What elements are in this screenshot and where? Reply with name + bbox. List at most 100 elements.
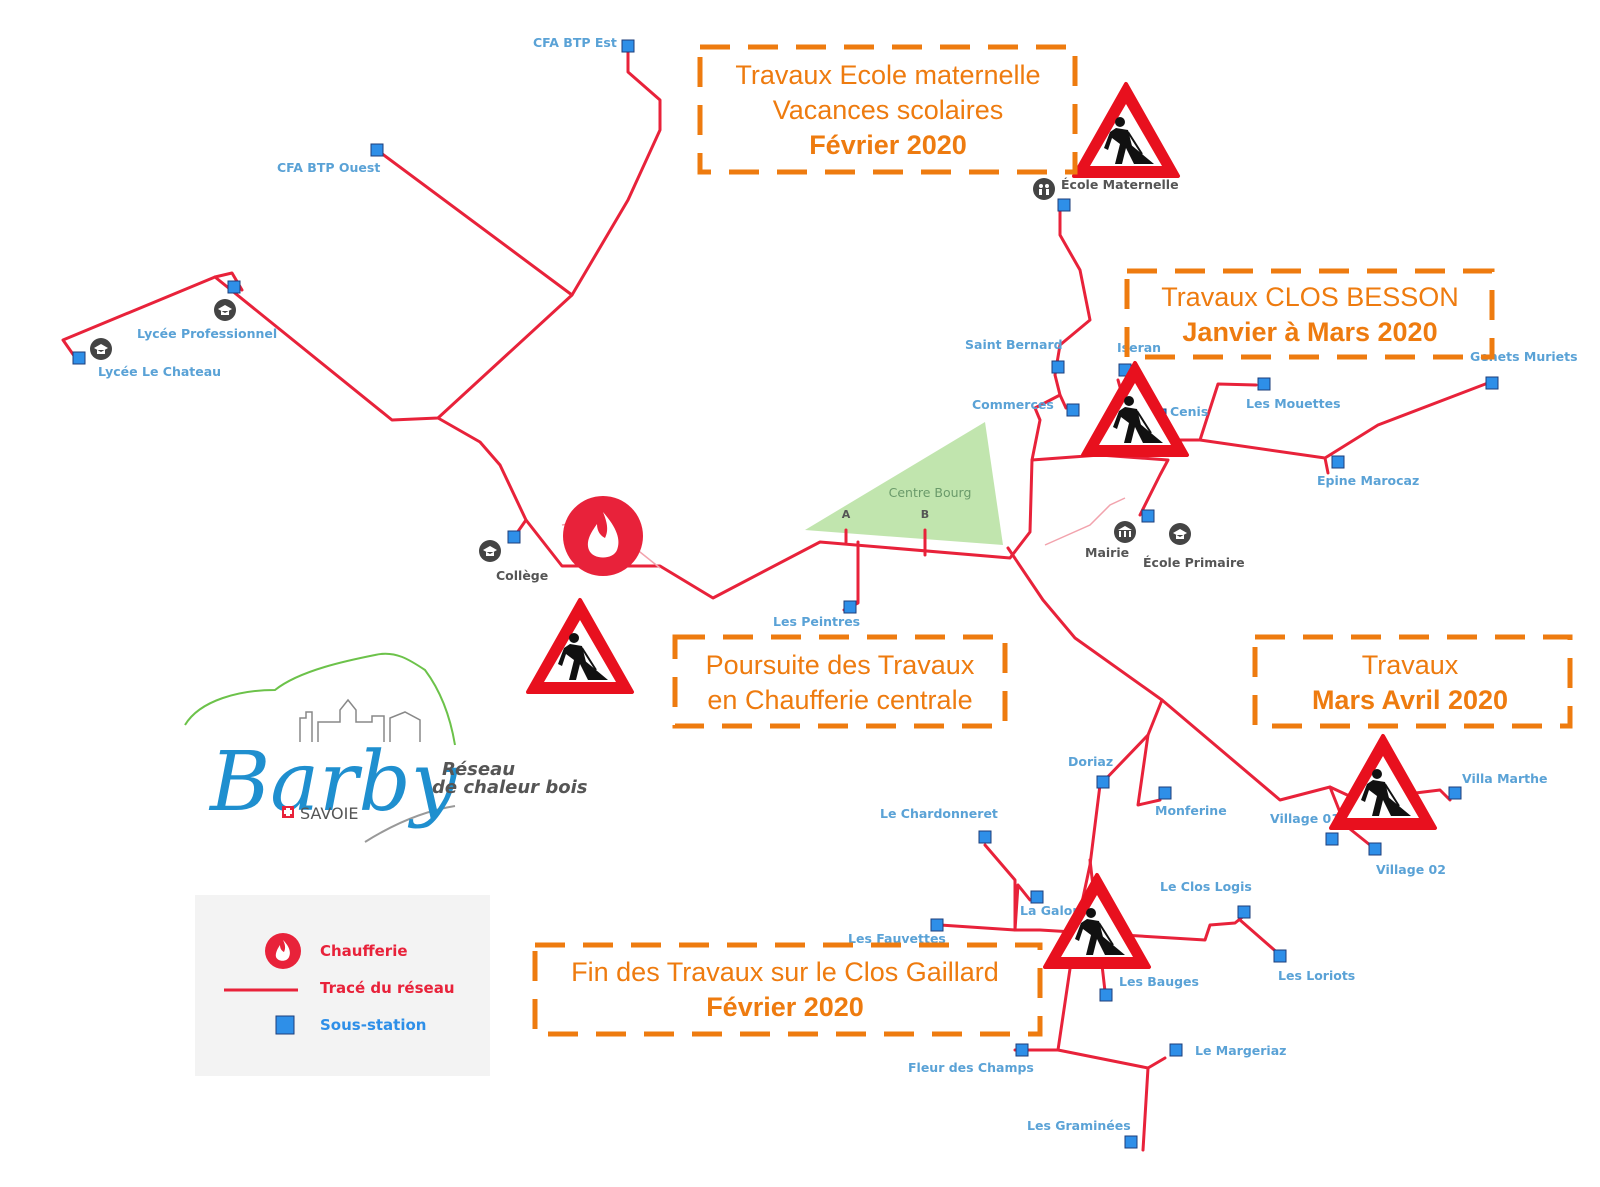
zone-name: Centre Bourg [889, 485, 972, 500]
substation-label: Le Chardonneret [880, 806, 998, 821]
substation-label: Cenis [1170, 404, 1208, 419]
substation-label: Les Mouettes [1246, 396, 1341, 411]
substation-label: Epine Marocaz [1317, 473, 1419, 488]
substation-square-icon [1485, 376, 1499, 390]
substation-label: Villa Marthe [1462, 771, 1548, 786]
callout-text: Fin des Travaux sur le Clos Gaillard [571, 957, 999, 987]
graduation-cap-icon [1169, 523, 1191, 545]
substation-square-icon [930, 918, 944, 932]
substation-lycee-le-chateau: Lycée Le Chateau [72, 351, 221, 379]
substation-label: Fleur des Champs [908, 1060, 1034, 1075]
callout-text: Poursuite des Travaux [706, 650, 975, 680]
roadwork-warning-icon [526, 598, 634, 694]
substation-les-mouettes: Les Mouettes [1246, 377, 1341, 411]
callout-text: en Chaufferie centrale [707, 685, 972, 715]
substation-cfa-btp-est: CFA BTP Est [533, 35, 635, 53]
substation-villa-marthe: Villa Marthe [1448, 771, 1548, 800]
logo-mountain-outline [184, 652, 456, 746]
callout-date: Février 2020 [706, 992, 864, 1022]
substation-label: Genets Muriets [1470, 349, 1578, 364]
works-callout: Fin des Travaux sur le Clos GaillardFévr… [532, 942, 1043, 1037]
substation-label: Collège [496, 568, 548, 583]
substation-square-icon [1141, 509, 1155, 523]
substation-square-icon [1057, 198, 1071, 212]
substation-label: CFA BTP Est [533, 35, 617, 50]
substation-mairie: Mairie [1085, 509, 1155, 560]
substation-label: CFA BTP Ouest [277, 160, 380, 175]
substation-ecole-primaire: École Primaire [1143, 555, 1245, 570]
substation-lycee-professionnel: Lycée Professionnel [137, 280, 277, 341]
substation-cfa-btp-ouest: CFA BTP Ouest [277, 143, 384, 175]
callout-date: Mars Avril 2020 [1312, 685, 1508, 715]
substation-ecole-maternelle: École Maternelle [1057, 177, 1179, 212]
roadwork-warning-icon [1072, 82, 1180, 178]
substation-square-icon [843, 600, 857, 614]
substation-square-icon [1448, 786, 1462, 800]
substation-square-icon [1325, 832, 1339, 846]
legend-substation-icon [275, 1015, 295, 1035]
substation-label: Le Margeriaz [1195, 1043, 1286, 1058]
substation-label: Monferine [1155, 803, 1227, 818]
callout-date: Janvier à Mars 2020 [1182, 317, 1437, 347]
callout-dashed-border [672, 634, 1008, 729]
logo-castle-outline [299, 698, 421, 742]
substation-square-icon [621, 39, 635, 53]
substation-saint-bernard: Saint Bernard [965, 337, 1065, 374]
substation-les-fauvettes: Les Fauvettes [848, 918, 946, 946]
substation-genets-muriets: Genets Muriets [1470, 349, 1578, 390]
roadwork-warning-icon [1081, 361, 1189, 457]
substation-square-icon [72, 351, 86, 365]
graduation-cap-icon [214, 299, 236, 321]
substation-label: La Galore [1020, 903, 1087, 918]
legend-flame-icon [265, 933, 301, 969]
substation-college: Collège [496, 530, 548, 583]
substation-epine-marocaz: Epine Marocaz [1317, 455, 1419, 488]
substation-les-graminees: Les Graminées [1027, 1118, 1138, 1149]
substation-label: Iseran [1117, 340, 1161, 355]
callout-date: Février 2020 [809, 130, 967, 160]
callout-dashed-border [1252, 634, 1573, 729]
substation-label: Saint Bernard [965, 337, 1063, 352]
roadwork-warnings [526, 82, 1437, 969]
substation-label: Village 02 [1376, 862, 1446, 877]
substation-le-clos-logis: Le Clos Logis [1160, 879, 1252, 919]
substation-la-galore: La Galore [1020, 890, 1087, 918]
substation-square-icon [1066, 403, 1080, 417]
callout-dashed-border [1124, 268, 1495, 360]
substation-square-icon [1331, 455, 1345, 469]
substation-label: Les Peintres [773, 614, 860, 629]
substation-square-icon [1030, 890, 1044, 904]
substation-label: Doriaz [1068, 754, 1113, 769]
logo-tagline-2: de chaleur bois [432, 777, 588, 798]
substation-square-icon [1169, 1043, 1183, 1057]
roadwork-warning-icon [1043, 873, 1151, 969]
substation-village-02: Village 02 [1368, 842, 1446, 877]
substation-square-icon [1158, 786, 1172, 800]
substation-le-chardonneret: Le Chardonneret [880, 806, 998, 844]
substation-label: Lycée Professionnel [137, 326, 277, 341]
substation-square-icon [1096, 775, 1110, 789]
substation-commerces: Commerces [972, 397, 1080, 417]
callout-text: Travaux [1362, 650, 1459, 680]
roadwork-warning-icon [1329, 734, 1437, 830]
substation-square-icon [1368, 842, 1382, 856]
substation-label: Commerces [972, 397, 1054, 412]
substation-square-icon [507, 530, 521, 544]
substation-monferine: Monferine [1155, 786, 1227, 818]
substation-square-icon [1237, 905, 1251, 919]
substation-label: Les Fauvettes [848, 931, 946, 946]
substation-label: Le Clos Logis [1160, 879, 1252, 894]
substation-label: Les Graminées [1027, 1118, 1131, 1133]
substation-village-01: Village 01 [1270, 811, 1340, 846]
callout-text: Vacances scolaires [773, 95, 1004, 125]
substation-square-icon [1015, 1043, 1029, 1057]
legend-network-label: Tracé du réseau [320, 979, 455, 997]
substation-square-icon [1099, 988, 1113, 1002]
substation-label: Les Bauges [1119, 974, 1199, 989]
graduation-cap-icon [479, 540, 501, 562]
logo-region: SAVOIE [300, 804, 358, 823]
